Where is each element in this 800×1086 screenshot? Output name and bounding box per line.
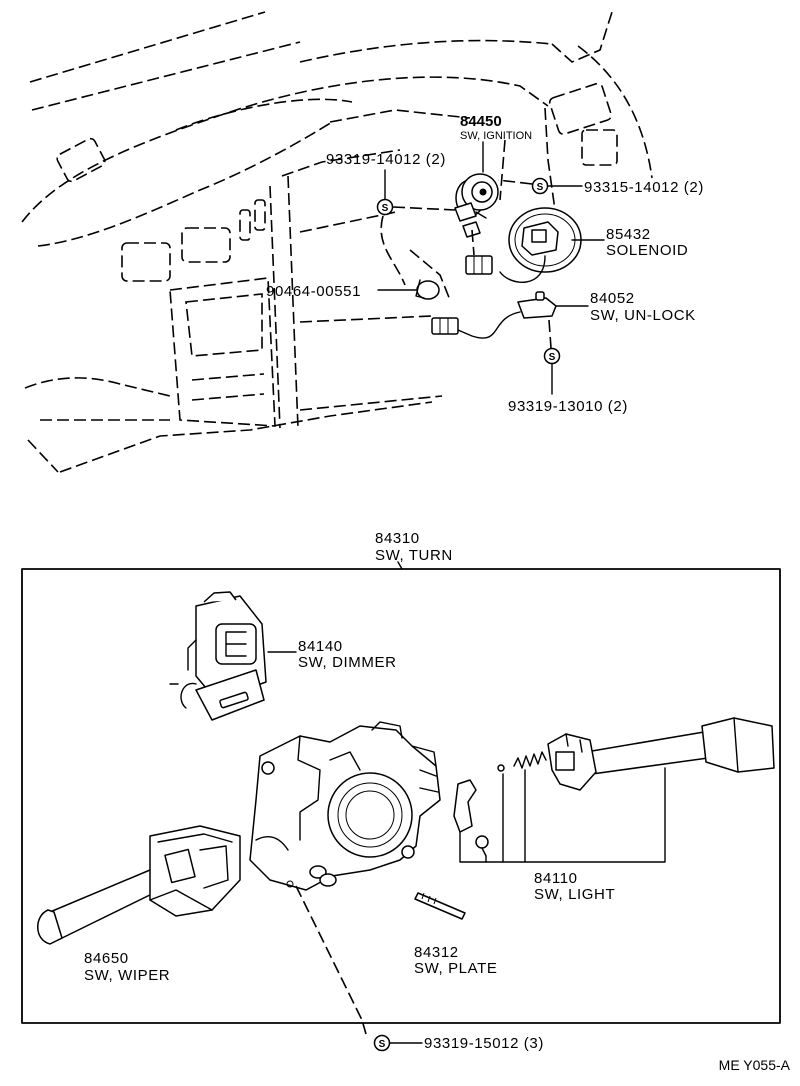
figure-code: ME Y055-A — [719, 1057, 791, 1073]
clamp-drawing — [415, 279, 440, 300]
unlock-part-number[interactable]: 84052 — [590, 290, 635, 307]
screw-left-phantom-2 — [380, 215, 406, 286]
turn-part-number[interactable]: 84310 — [375, 530, 420, 547]
light-switch-drawing — [453, 717, 775, 863]
screw-symbol-right-text: S — [537, 182, 544, 193]
plate-part-name: SW, PLATE — [414, 960, 497, 977]
screw-left-part-number[interactable]: 93319-14012 (2) — [326, 151, 446, 168]
wiper-switch-drawing — [37, 825, 241, 945]
plate-drawing — [414, 892, 466, 920]
turn-switch-assembly-box — [21, 568, 781, 1024]
light-part-number[interactable]: 84110 — [534, 870, 578, 887]
screw-right-part-number[interactable]: 93315-14012 (2) — [584, 179, 704, 196]
plate-part-number[interactable]: 84312 — [414, 944, 459, 961]
turn-leader — [397, 561, 403, 570]
screw-bottom-part-number[interactable]: 93319-15012 (3) — [424, 1035, 544, 1052]
unlock-switch-drawing — [431, 291, 557, 339]
turn-part-name: SW, TURN — [375, 547, 453, 564]
wiper-part-number[interactable]: 84650 — [84, 950, 129, 967]
solenoid-part-number[interactable]: 85432 — [606, 226, 651, 243]
dashboard-outline — [21, 11, 653, 473]
unlock-part-name: SW, UN-LOCK — [590, 307, 696, 324]
screw-lower-phantom — [548, 319, 552, 349]
screw-symbol-left-text: S — [382, 203, 389, 214]
screw-symbol-left: S — [376, 198, 394, 216]
screw-bottom-phantom — [295, 885, 367, 1035]
screw-symbol-lower: S — [543, 347, 561, 365]
ignition-part-name: SW, IGNITION — [460, 130, 532, 142]
turn-switch-body-drawing — [249, 721, 441, 891]
screw-left-phantom — [392, 206, 456, 211]
screw-symbol-right: S — [531, 177, 549, 195]
dimmer-part-number[interactable]: 84140 — [298, 638, 343, 655]
dimmer-part-name: SW, DIMMER — [298, 654, 397, 671]
clamp-part-number[interactable]: 90464-00551 — [266, 283, 361, 300]
dimmer-switch-drawing — [169, 591, 267, 721]
light-part-name: SW, LIGHT — [534, 886, 615, 903]
screw-symbol-bottom: S — [373, 1034, 391, 1052]
wiper-part-name: SW, WIPER — [84, 967, 170, 984]
solenoid-part-name: SOLENOID — [606, 242, 688, 259]
ignition-phantom — [471, 229, 475, 256]
screw-lower-part-number[interactable]: 93319-13010 (2) — [508, 398, 628, 415]
ignition-switch-drawing — [454, 173, 499, 238]
screw-right-phantom — [497, 179, 533, 185]
ignition-part-number[interactable]: 84450 — [460, 113, 502, 130]
screw-symbol-lower-text: S — [549, 352, 556, 363]
solenoid-drawing — [465, 207, 582, 283]
screw-symbol-bottom-text: S — [379, 1039, 386, 1050]
